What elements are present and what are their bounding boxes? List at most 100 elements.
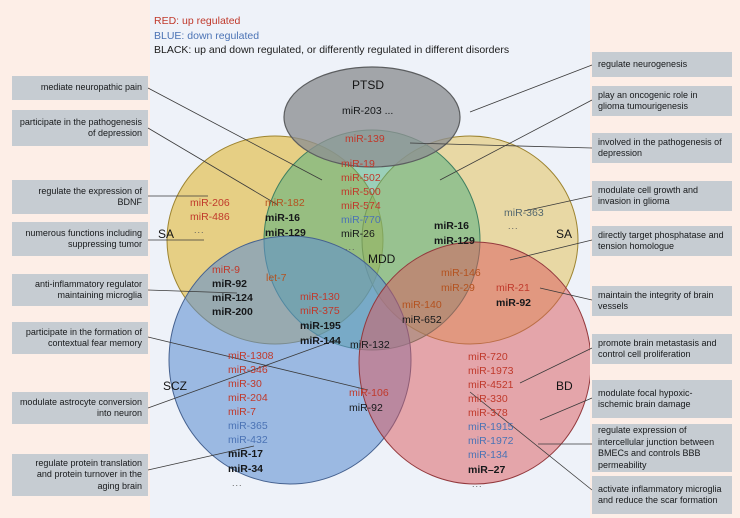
annotation-text: regulate expression of intercellular jun… xyxy=(598,425,715,470)
annotation-protein-translation-aging-brain[interactable]: regulate protein translation and protein… xyxy=(12,454,148,496)
text-scz-more: ... xyxy=(232,478,243,488)
text-sa-left-more: ... xyxy=(194,225,205,235)
annotation-cell-growth-glioma[interactable]: modulate cell growth and invasion in gli… xyxy=(592,181,732,211)
annotation-mediate-neuropathic-pain[interactable]: mediate neuropathic pain xyxy=(12,76,148,100)
text-mdd-3: miR-500 xyxy=(341,186,381,198)
annotation-text: anti-inflammatory regulator maintaining … xyxy=(34,278,142,301)
text-scz-3: miR-30 xyxy=(228,378,262,390)
annotation-bbb-permeability[interactable]: regulate expression of intercellular jun… xyxy=(592,424,732,472)
text-bd-2: miR-1973 xyxy=(468,365,514,377)
text-sa-right-mdd-bd-1: miR-146 xyxy=(441,267,481,279)
text-scz-2: miR-346 xyxy=(228,364,268,376)
annotation-involved-pathogenesis-depression[interactable]: involved in the pathogenesis of depressi… xyxy=(592,133,732,163)
annotation-text: play an oncogenic role in glioma tumouri… xyxy=(598,89,698,112)
text-scz-mdd-1: miR-130 xyxy=(300,291,340,303)
text-bd-6: miR-1915 xyxy=(468,421,514,433)
text-bd-4: miR-330 xyxy=(468,393,508,405)
text-bd-3: miR-4521 xyxy=(468,379,514,391)
text-scz-bd-2: miR-92 xyxy=(349,402,383,414)
text-bd-9: miR–27 xyxy=(468,464,506,476)
annotation-target-phosphatase[interactable]: directly target phosphatase and tension … xyxy=(592,226,732,256)
text-bd-8: miR-134 xyxy=(468,449,508,461)
annotation-text: regulate the expression of BDNF xyxy=(38,185,142,208)
annotation-suppressing-tumor[interactable]: numerous functions including suppressing… xyxy=(12,222,148,256)
text-mdd-5: miR-770 xyxy=(341,214,381,226)
text-mdd-6: miR-26 xyxy=(341,228,375,240)
text-mdd-bd-2: miR-652 xyxy=(402,314,442,326)
annotation-text: promote brain metastasis and control cel… xyxy=(598,337,717,360)
text-mdd-1: miR-19 xyxy=(341,158,375,170)
label-sa-left: SA xyxy=(158,227,175,241)
annotation-hypoxic-ischemic-damage[interactable]: modulate focal hypoxic-ischemic brain da… xyxy=(592,380,732,418)
annotation-text: directly target phosphatase and tension … xyxy=(598,229,724,252)
text-bd-more: ... xyxy=(472,479,483,489)
text-scz-mdd-3: miR-195 xyxy=(300,320,341,332)
text-mdd-bd-1: miR-140 xyxy=(402,299,442,311)
annotation-text: activate inflammatory microglia and redu… xyxy=(598,483,722,506)
text-sa-left-1: miR-206 xyxy=(190,197,230,209)
annotation-text: regulate protein translation and protein… xyxy=(35,457,142,491)
text-sa-left-scz-1: miR-9 xyxy=(212,264,240,276)
annotation-astrocyte-conversion[interactable]: modulate astrocyte conversion into neuro… xyxy=(12,392,148,424)
annotation-regulate-neurogenesis[interactable]: regulate neurogenesis xyxy=(592,52,732,77)
text-mdd-4: miR-574 xyxy=(341,200,381,212)
annotation-inflammatory-microglia-scar[interactable]: activate inflammatory microglia and redu… xyxy=(592,476,732,514)
legend-blue: BLUE: down regulated xyxy=(154,29,260,42)
annotation-text: modulate cell growth and invasion in gli… xyxy=(598,184,699,207)
text-sa-left-scz-2: miR-92 xyxy=(212,278,248,290)
text-ptsd-only: miR-203 ... xyxy=(342,105,394,117)
annotation-text: mediate neuropathic pain xyxy=(40,82,142,93)
text-scz-4: miR-204 xyxy=(228,392,268,404)
legend-red: RED: up regulated xyxy=(154,15,241,27)
text-scz-1: miR-1308 xyxy=(228,350,274,362)
text-bd-5: miR-378 xyxy=(468,407,508,419)
text-scz-8: miR-17 xyxy=(228,448,264,460)
text-scz-mdd-4: miR-144 xyxy=(300,335,341,347)
text-let7: let-7 xyxy=(266,272,287,284)
annotation-brain-metastasis[interactable]: promote brain metastasis and control cel… xyxy=(592,334,732,364)
annotation-text: participate in the pathogenesis of depre… xyxy=(19,116,142,139)
annotation-text: modulate focal hypoxic-ischemic brain da… xyxy=(598,387,693,410)
text-scz-5: miR-7 xyxy=(228,406,256,418)
annotation-text: regulate neurogenesis xyxy=(598,58,688,69)
annotation-text: maintain the integrity of brain vessels xyxy=(598,289,714,312)
annotation-contextual-fear-memory[interactable]: participate in the formation of contextu… xyxy=(12,322,148,354)
text-scz-bd-1: miR-106 xyxy=(349,387,389,399)
text-bd-7: miR-1972 xyxy=(468,435,514,447)
text-sa-right-mdd-1: miR-16 xyxy=(434,220,470,232)
label-sa-right: SA xyxy=(556,227,573,241)
text-mdd-2: miR-502 xyxy=(341,172,381,184)
text-ptsd-mdd: miR-139 xyxy=(345,133,385,145)
text-sa-left-mdd-2: miR-16 xyxy=(265,212,301,224)
annotation-text: participate in the formation of contextu… xyxy=(25,326,142,349)
text-sa-right-mdd-2: miR-129 xyxy=(434,235,475,247)
text-sa-right-mdd-bd-2: miR-29 xyxy=(441,282,475,294)
text-sa-left-2: miR-486 xyxy=(190,211,230,223)
text-scz-7: miR-432 xyxy=(228,434,268,446)
text-scz-6: miR-365 xyxy=(228,420,268,432)
text-sa-left-scz-4: miR-200 xyxy=(212,306,253,318)
text-sa-left-mdd-3: miR-129 xyxy=(265,227,306,239)
annotation-text: numerous functions including suppressing… xyxy=(25,227,142,250)
text-scz-9: miR-34 xyxy=(228,463,264,475)
annotation-text: modulate astrocyte conversion into neuro… xyxy=(19,396,142,419)
label-scz: SCZ xyxy=(163,379,187,393)
label-ptsd: PTSD xyxy=(352,78,385,92)
text-center-all: miR-132 xyxy=(350,339,390,351)
annotation-integrity-brain-vessels[interactable]: maintain the integrity of brain vessels xyxy=(592,286,732,316)
text-bd-1: miR-720 xyxy=(468,351,508,363)
annotation-regulate-bdnf[interactable]: regulate the expression of BDNF xyxy=(12,180,148,214)
annotation-pathogenesis-of-depression[interactable]: participate in the pathogenesis of depre… xyxy=(12,110,148,146)
legend: RED: up regulated BLUE: down regulated B… xyxy=(154,14,584,58)
text-sa-left-scz-3: miR-124 xyxy=(212,292,253,304)
text-sa-right-more: ... xyxy=(508,221,519,231)
text-mdd-more: ... xyxy=(345,242,356,252)
legend-black: BLACK: up and down regulated, or differe… xyxy=(154,44,510,56)
annotation-oncogenic-glioma[interactable]: play an oncogenic role in glioma tumouri… xyxy=(592,86,732,116)
annotation-anti-inflammatory-microglia[interactable]: anti-inflammatory regulator maintaining … xyxy=(12,274,148,306)
text-sa-right-bd-2: miR-92 xyxy=(496,297,532,309)
annotation-text: involved in the pathogenesis of depressi… xyxy=(598,136,722,159)
label-bd: BD xyxy=(556,379,573,393)
text-sa-right-bd-1: miR-21 xyxy=(496,282,530,294)
